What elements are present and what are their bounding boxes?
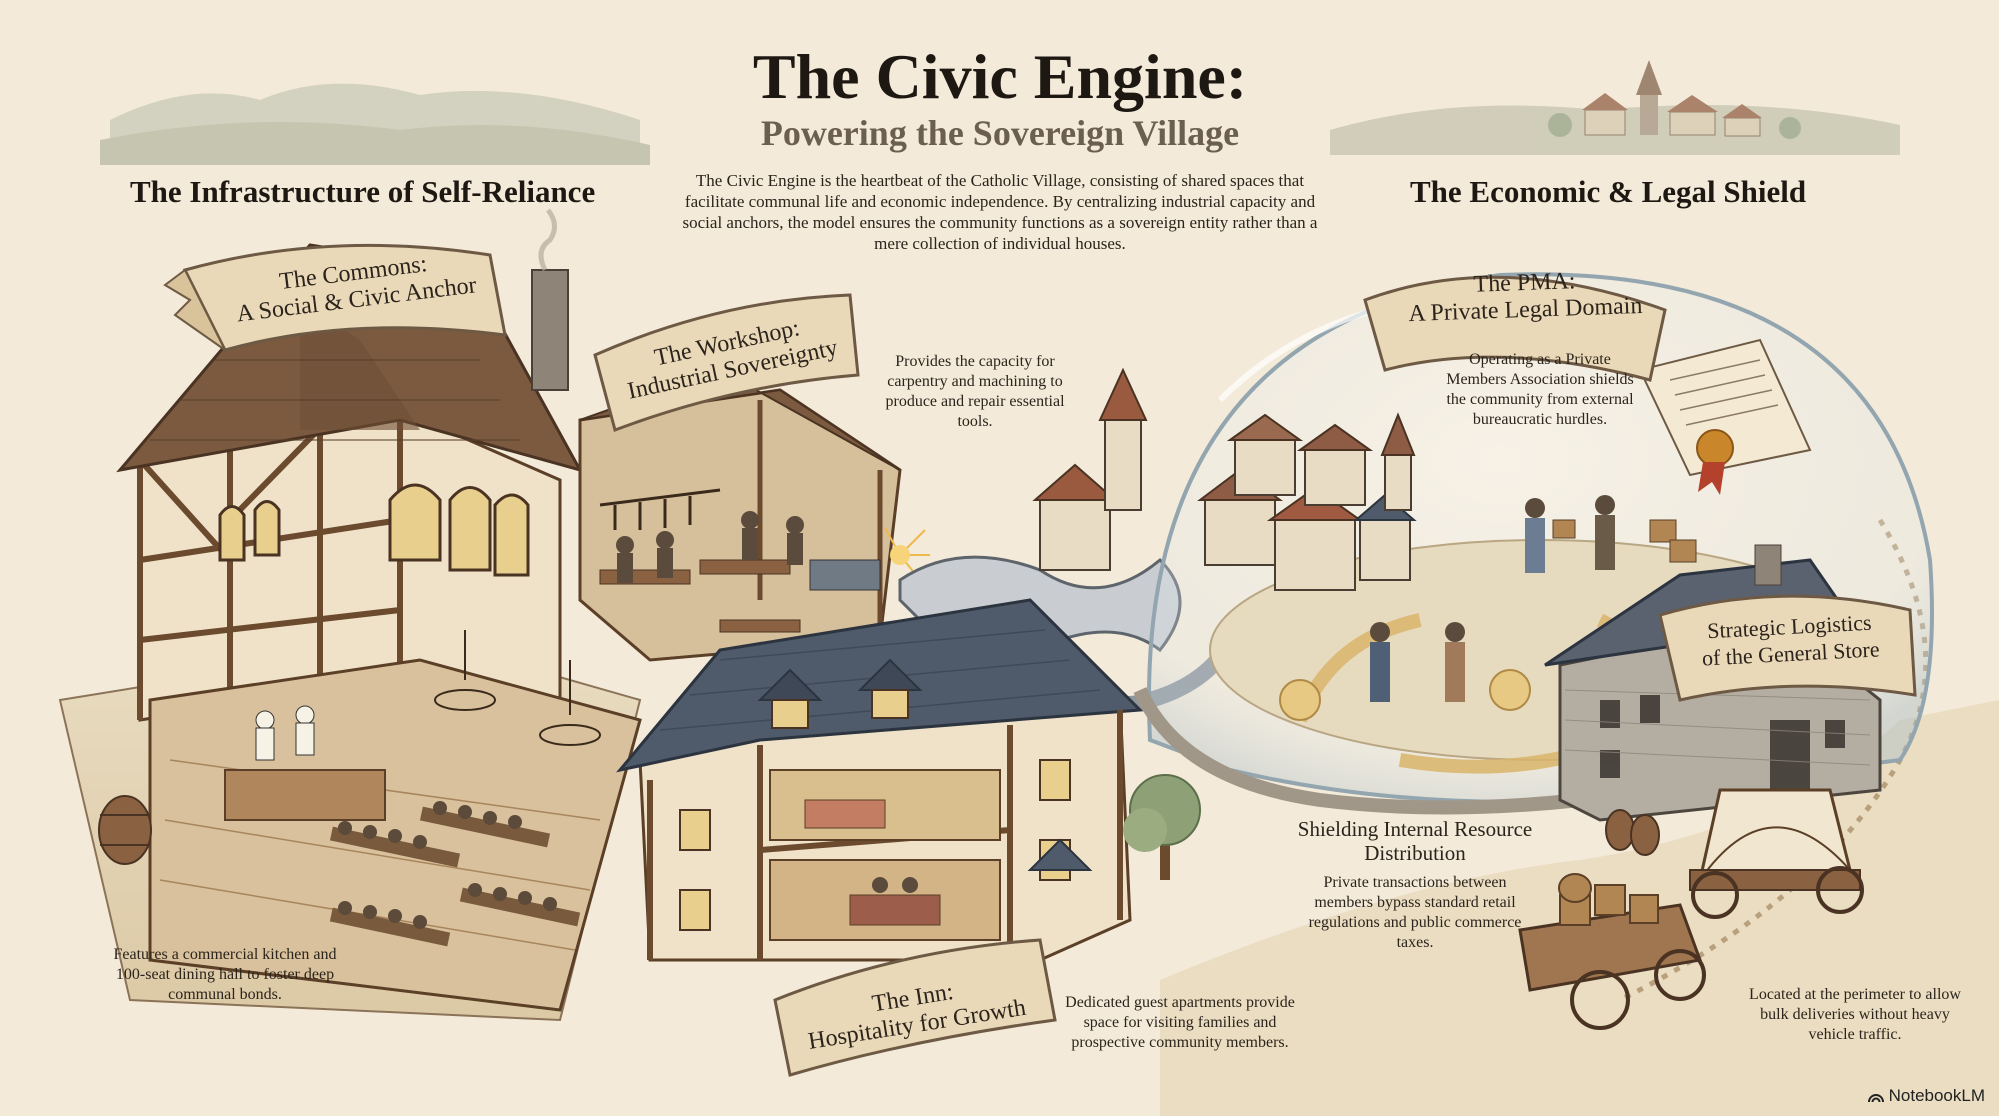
banner-commons-icon: [163, 243, 507, 352]
members-icon: [1370, 495, 1697, 702]
tree-icon: [1123, 774, 1201, 880]
pma-note: Operating as a Private Members Associati…: [1446, 351, 1634, 428]
diners-icon: [329, 806, 581, 947]
banner-inn-icon: [773, 938, 1057, 1077]
store-note: Located at the perimeter to allow bulk d…: [1749, 986, 1961, 1043]
workshop-note: Provides the capacity for carpentry and …: [885, 353, 1065, 430]
distribution-note: Private transactions between members byp…: [1308, 874, 1522, 951]
inn-note: Dedicated guest apartments provide space…: [1065, 994, 1295, 1051]
section-left-heading: The Infrastructure of Self-Reliance: [130, 174, 596, 209]
brand-name: NotebookLM: [1888, 1086, 1985, 1105]
barrel-icon: [98, 795, 152, 865]
distribution-heading: Shielding Internal Resource Distribution: [1297, 817, 1533, 865]
village-houses-icon: [1032, 367, 1417, 591]
inn-icon: [616, 598, 1144, 962]
scroll-document-icon: [1638, 338, 1812, 495]
intro-paragraph: The Civic Engine is the heartbeat of the…: [682, 171, 1318, 253]
sparks-icon: [884, 527, 930, 581]
pma-banner: The PMA: A Private Legal Domain: [1394, 265, 1656, 328]
dining-hall-icon: [98, 630, 642, 1012]
commons-note: Features a commercial kitchen and 100-se…: [113, 946, 337, 1003]
banner-store-icon: [1658, 594, 1917, 702]
notebooklm-icon: [1867, 1094, 1884, 1103]
wagons-icon: [1518, 788, 1864, 1030]
chefs-icon: [255, 705, 315, 761]
page-title: The Civic Engine:: [752, 41, 1248, 112]
page-subtitle: Powering the Sovereign Village: [760, 113, 1240, 153]
hills-left: [100, 83, 650, 165]
section-right-heading: The Economic & Legal Shield: [1410, 174, 1807, 209]
banner-workshop-icon: [593, 293, 860, 432]
banner-pma-icon: [1363, 275, 1667, 382]
workshop-icon: [578, 368, 930, 662]
distant-village-icon: [1330, 60, 1900, 155]
notebooklm-logo: NotebookLM: [1867, 1086, 1985, 1106]
